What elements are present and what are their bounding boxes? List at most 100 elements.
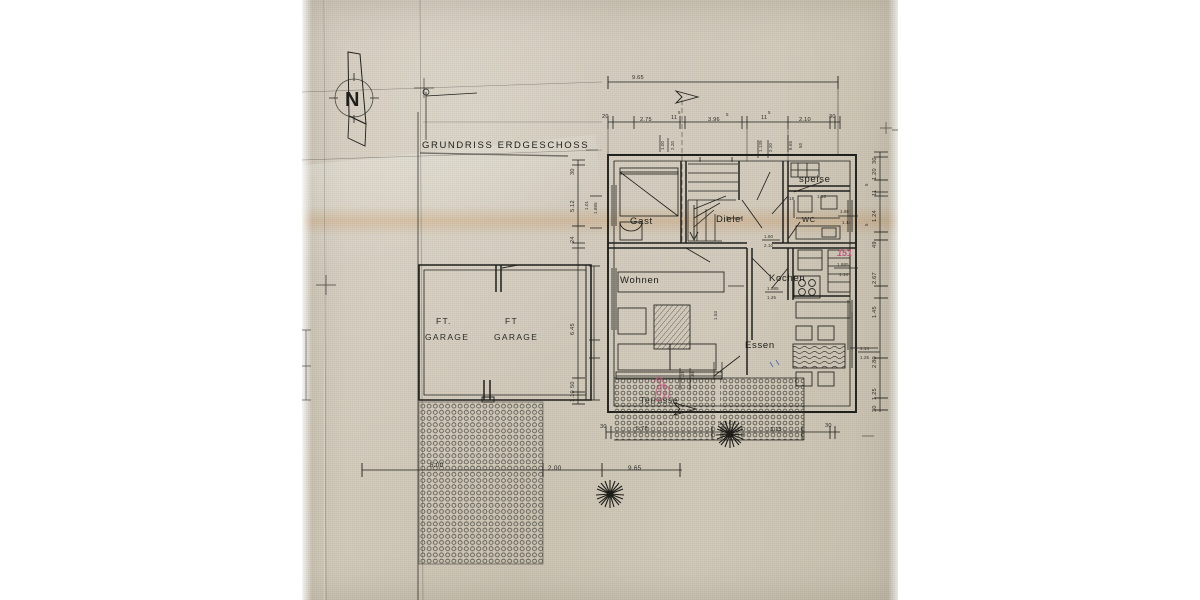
dim-int-5: 8.65 xyxy=(788,140,793,150)
pink-number: 151 xyxy=(837,248,852,258)
dim-int-18: 1.14 xyxy=(860,346,870,351)
garage-side-dimensions xyxy=(589,265,600,401)
driveway-paving xyxy=(419,402,543,564)
dim-left-3: 24 xyxy=(570,236,576,243)
page-title: GRUNDRISS ERDGESCHOSS xyxy=(422,140,589,151)
dim-right-2: 1.20 xyxy=(872,168,878,180)
survey-tick-marks xyxy=(316,78,898,295)
dim-int-9: 1.88 xyxy=(840,209,850,214)
dim-top-5: 11 xyxy=(761,115,767,121)
room-label-wc: WC xyxy=(802,215,816,224)
paper-right-edge-highlight xyxy=(888,0,898,600)
room-label-gast: Gast xyxy=(630,216,653,227)
interior-dimensions-top: 1.00 2.20 1.135 2.20 8.65 50 xyxy=(659,135,803,158)
dim-int-4: 2.20 xyxy=(768,142,773,152)
garage-label-left-line2: GARAGE xyxy=(425,332,469,342)
room-label-essen: Essen xyxy=(745,340,775,351)
dim-right-1: 30 xyxy=(872,157,878,164)
dim-right-3: 11 xyxy=(872,190,878,196)
left-margin-dimensions xyxy=(302,329,311,401)
adhesive-tape-band xyxy=(302,206,898,236)
garage-label-right-line1: FT xyxy=(505,316,518,326)
dim-int-11: 1.60 xyxy=(764,234,774,239)
dim-left-2: 5.12 xyxy=(570,200,576,212)
wohnen-furniture xyxy=(615,271,725,380)
dim-int-14: 1.26 xyxy=(767,295,777,300)
dim-bottom-2-sup: 5 xyxy=(660,421,663,426)
dim-top-6: 2.10 xyxy=(799,117,811,123)
dimension-left-chain: 30 5.12 24 6.45 50 1.10 xyxy=(570,159,585,405)
dimension-bottom-site: 6.00 2.00 9.65 xyxy=(361,462,682,477)
dim-left-5: 50 xyxy=(570,381,576,388)
kochen-fixtures xyxy=(793,249,851,299)
dim-bottom-5: 30 xyxy=(825,423,832,429)
dim-top-1: 20 xyxy=(602,114,609,120)
pink-sub-top: 1.885 xyxy=(837,262,849,267)
dim-top-4: 3.96 xyxy=(708,117,720,123)
pink-scribble-icon xyxy=(653,376,671,402)
dim-top-4-sup: 5 xyxy=(726,112,729,117)
dim-int-10: 1.14 xyxy=(842,220,852,225)
dimension-left-inner: 1.01 1.885 xyxy=(584,195,602,229)
dim-bottom-2: 5.78 xyxy=(636,426,648,432)
dim-top-overall: 9.65 xyxy=(632,75,644,81)
dim-right-10: 30 xyxy=(872,405,878,412)
floor-plan-drawing: N GRUNDRISS ERDGESCHOSS FT. xyxy=(302,0,898,600)
interior-walls xyxy=(608,161,856,375)
dim-int-12: 2.10 xyxy=(764,243,774,248)
scanned-paper-sheet: N GRUNDRISS ERDGESCHOSS FT. xyxy=(297,0,898,600)
north-arrow: N xyxy=(329,52,379,146)
dimension-right-chain: 30 1.20 11 1.24 49 2.67 1.45 2.80 1.25 3… xyxy=(864,151,888,412)
dim-int-1: 1.00 xyxy=(660,140,665,150)
dim-right-sup-2: 5 xyxy=(864,223,869,226)
dim-right-4: 1.24 xyxy=(872,210,878,222)
direction-arrows xyxy=(674,91,698,415)
dim-int-13: 1.885 xyxy=(767,286,779,291)
sheet-title-block: GRUNDRISS ERDGESCHOSS xyxy=(420,140,589,156)
dim-top-7: 30 xyxy=(829,114,836,120)
stray-pencil-marks xyxy=(586,122,892,437)
essen-furniture xyxy=(792,301,853,387)
house-outline xyxy=(608,155,856,412)
dim-int-19: 1.25 xyxy=(860,355,870,360)
dim-site-3: 9.65 xyxy=(628,465,642,472)
room-label-kochen: Kochen xyxy=(769,273,805,284)
dim-site-1: 6.00 xyxy=(430,462,444,469)
dim-extension-lines xyxy=(607,89,839,243)
dim-right-sup-1: 5 xyxy=(864,183,869,186)
garage-label-right-line2: GARAGE xyxy=(494,332,538,342)
paper-grain-texture xyxy=(302,0,898,600)
dim-top-3-sup: 5 xyxy=(678,110,681,115)
dim-right-9: 1.25 xyxy=(872,388,878,400)
interior-dimensions-mid: 18 1.16 1.88 1.14 1.60 2.10 1.885 1.26 1… xyxy=(679,194,880,390)
blue-pencil-marks xyxy=(769,359,780,368)
dim-top-2: 2.75 xyxy=(640,117,652,123)
dim-int-16: 2.15 xyxy=(680,370,685,380)
dim-right-5: 49 xyxy=(872,241,878,248)
dim-right-6: 2.67 xyxy=(872,272,878,284)
pink-sub-bottom: 1.14 xyxy=(839,272,849,277)
north-label: N xyxy=(345,89,359,111)
door-swings xyxy=(685,171,801,377)
gast-furniture xyxy=(619,167,679,241)
room-label-speise: speise xyxy=(799,174,831,185)
dim-int-8: 1.16 xyxy=(817,194,827,199)
dimension-top-overall: 9.65 xyxy=(608,75,838,89)
dim-bottom-3: 5 xyxy=(718,421,721,427)
dimension-top-chain: 20 2.75 11 5 3.96 5 11 5 2.10 30 xyxy=(602,110,841,129)
paper-left-edge-highlight xyxy=(302,0,312,600)
dim-int-7: 18 xyxy=(789,196,795,201)
dim-left-inner-1: 1.01 xyxy=(584,200,589,210)
dim-int-17: 1.88 xyxy=(690,370,695,380)
garage-label-left-line1: FT. xyxy=(436,316,452,326)
dim-int-2: 2.20 xyxy=(670,140,675,150)
dim-top-3: 11 xyxy=(671,115,677,121)
room-label-wohnen: Wohnen xyxy=(620,275,659,286)
plot-boundary-markers xyxy=(417,88,478,600)
dim-bottom-4: 3.15 xyxy=(770,427,782,433)
dim-bottom-1: 30 xyxy=(600,424,607,430)
room-label-diele: Diele xyxy=(716,214,741,225)
pink-annotation: 151 1.885 1.14 xyxy=(653,248,858,402)
dim-site-2: 2.00 xyxy=(548,465,562,472)
